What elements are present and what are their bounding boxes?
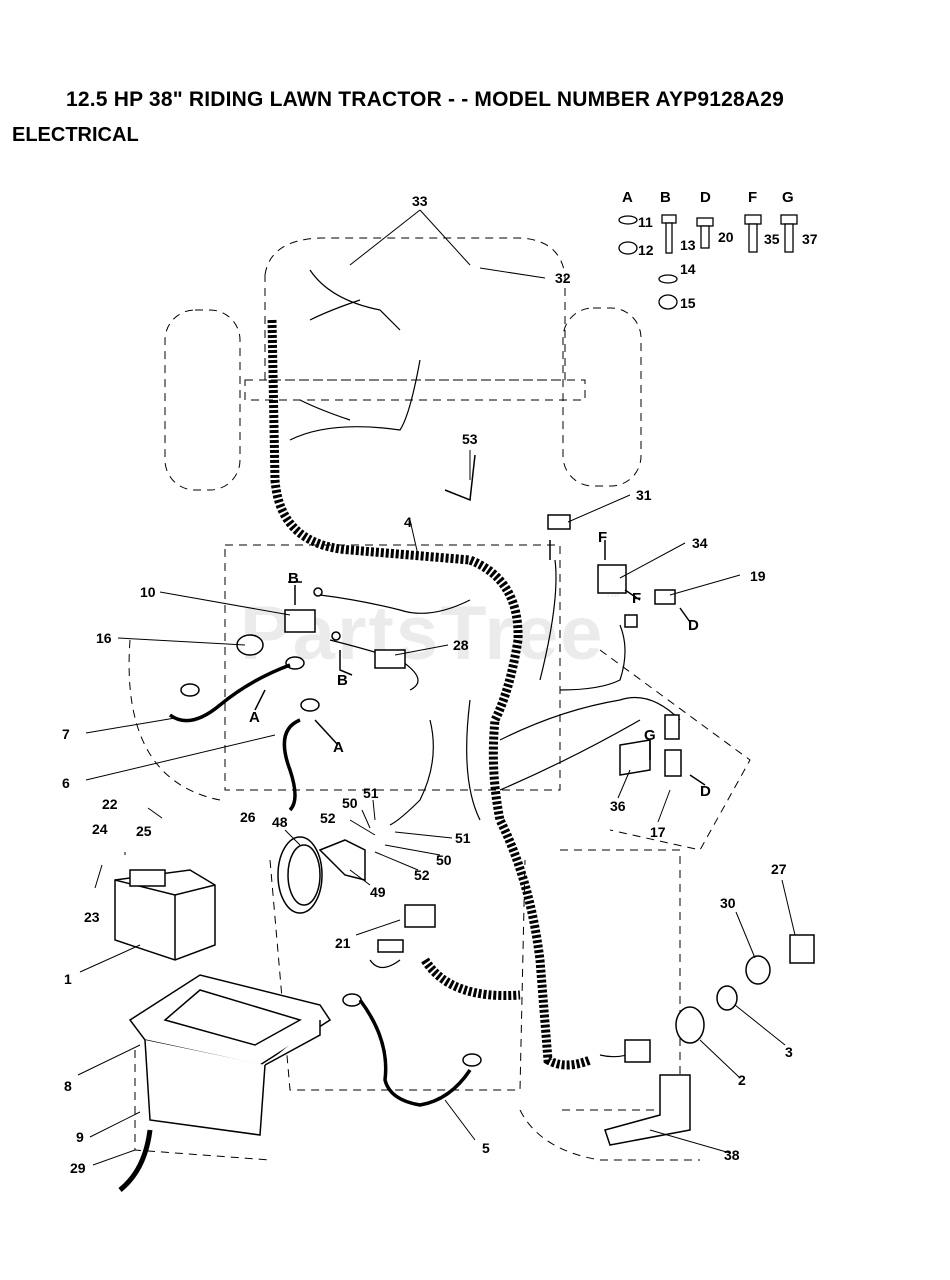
part-label-25: 25 <box>136 823 152 839</box>
part-label-3: 3 <box>785 1044 793 1060</box>
callout-f-top: F <box>598 529 607 546</box>
legend-num-11: 11 <box>638 214 653 230</box>
part-label-16: 16 <box>96 630 112 646</box>
main-harness-coil <box>267 319 592 1070</box>
callout-a-right: A <box>333 739 344 756</box>
part-label-8: 8 <box>64 1078 72 1094</box>
callout-b-lower: B <box>337 672 348 689</box>
leader-lines <box>77 209 796 1166</box>
drain-tube <box>118 1129 153 1192</box>
legend-num-13: 13 <box>680 237 696 253</box>
part-label-32: 32 <box>555 270 571 286</box>
thin-wires <box>289 269 681 1058</box>
part-label-19: 19 <box>750 568 766 584</box>
part-label-27: 27 <box>771 861 787 877</box>
part-label-23: 23 <box>84 909 100 925</box>
part-label-2: 2 <box>738 1072 746 1088</box>
part-label-52-right: 52 <box>414 867 430 883</box>
legend-num-35: 35 <box>764 231 780 247</box>
part-label-50-right: 50 <box>436 852 452 868</box>
part-label-50-left: 50 <box>342 795 358 811</box>
solenoid-parts <box>236 587 406 669</box>
part-label-6: 6 <box>62 775 70 791</box>
battery-box <box>128 974 332 1136</box>
right-parts <box>444 454 815 1146</box>
part-label-7: 7 <box>62 726 70 742</box>
part-label-49: 49 <box>370 884 386 900</box>
part-label-1: 1 <box>64 971 72 987</box>
part-label-24: 24 <box>92 821 108 837</box>
callout-f-lower: F <box>632 590 641 607</box>
part-label-31: 31 <box>636 487 652 503</box>
watermark: PartsTree™ <box>240 590 622 677</box>
part-label-4: 4 <box>404 514 412 530</box>
ring-terminals <box>180 656 482 1067</box>
callout-g: G <box>644 727 656 744</box>
part-label-33: 33 <box>412 193 428 209</box>
callout-d-lower: D <box>700 783 711 800</box>
cable-6 <box>282 718 301 812</box>
section-subtitle: ELECTRICAL <box>12 124 139 146</box>
legend-letter-f: F <box>748 189 757 206</box>
gauge-parts <box>277 836 436 953</box>
part-label-51-right: 51 <box>455 830 471 846</box>
battery-cables <box>168 663 472 1107</box>
legend-letter-b: B <box>660 189 671 206</box>
legend-num-14: 14 <box>680 261 696 277</box>
watermark-text: PartsTree <box>240 591 605 676</box>
part-label-34: 34 <box>692 535 708 551</box>
part-label-9: 9 <box>76 1129 84 1145</box>
legend-num-12: 12 <box>638 242 654 258</box>
part-label-36: 36 <box>610 798 626 814</box>
part-label-48: 48 <box>272 814 288 830</box>
watermark-tm: ™ <box>604 590 623 607</box>
battery <box>114 869 216 961</box>
part-label-52-left: 52 <box>320 810 336 826</box>
legend-num-20: 20 <box>718 229 734 245</box>
callout-flags <box>254 540 706 786</box>
part-label-10: 10 <box>140 584 156 600</box>
part-labels: 1 2 3 4 5 6 7 8 9 10 16 17 19 21 22 23 2… <box>62 193 793 1176</box>
part-label-53: 53 <box>462 431 478 447</box>
part-label-22: 22 <box>102 796 118 812</box>
part-label-38: 38 <box>724 1147 740 1163</box>
legend-num-15: 15 <box>680 295 696 311</box>
callout-letters: B B A A F F D G D <box>249 529 711 800</box>
part-label-29: 29 <box>70 1160 86 1176</box>
callout-a-left: A <box>249 709 260 726</box>
cable-7 <box>168 663 291 723</box>
legend-letter-a: A <box>622 189 633 206</box>
part-label-21: 21 <box>335 935 351 951</box>
hardware-legend: A B D F G 11 12 13 14 15 20 35 37 <box>622 189 818 311</box>
hardware-glyphs <box>618 214 798 310</box>
legend-letter-g: G <box>782 189 794 206</box>
part-label-26: 26 <box>240 809 256 825</box>
page-title: 12.5 HP 38" RIDING LAWN TRACTOR - - MODE… <box>66 88 785 111</box>
legend-num-37: 37 <box>802 231 818 247</box>
callout-d-upper: D <box>688 617 699 634</box>
part-label-30: 30 <box>720 895 736 911</box>
callout-b-top: B <box>288 570 299 587</box>
part-label-28: 28 <box>453 637 469 653</box>
legend-letter-d: D <box>700 189 711 206</box>
cable-5 <box>358 998 472 1107</box>
part-label-17: 17 <box>650 824 666 840</box>
part-label-5: 5 <box>482 1140 490 1156</box>
part-label-51-top: 51 <box>363 785 379 801</box>
